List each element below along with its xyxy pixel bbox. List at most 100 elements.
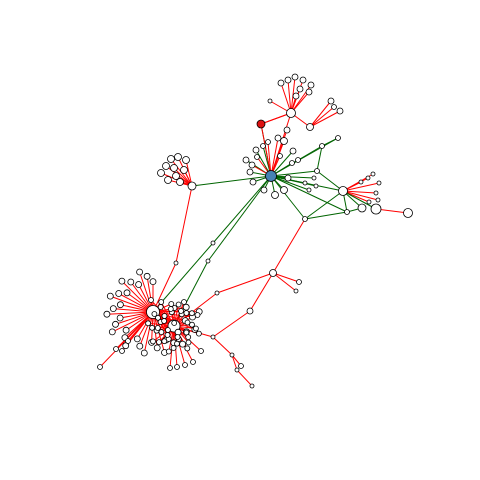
- graph-edge: [270, 137, 279, 177]
- graph-edge: [309, 110, 341, 128]
- graph-node: [156, 339, 162, 346]
- graph-node: [252, 146, 260, 154]
- graph-edge: [316, 145, 323, 172]
- graph-edge: [304, 190, 344, 220]
- graph-node: [180, 166, 188, 174]
- graph-node: [185, 334, 192, 341]
- graph-node: [174, 340, 180, 347]
- node-layer: [97, 73, 413, 389]
- graph-node: [182, 156, 190, 164]
- graph-node: [167, 306, 174, 312]
- graph-node: [376, 180, 382, 186]
- graph-node: [246, 168, 254, 176]
- graph-node: [175, 301, 182, 308]
- graph-node: [140, 349, 148, 357]
- graph-edge: [216, 272, 274, 294]
- graph-node: [179, 340, 187, 348]
- graph-node: [174, 334, 181, 340]
- graph-node: [182, 303, 190, 311]
- graph-node: [117, 301, 124, 309]
- graph-node: [291, 73, 299, 81]
- graph-edge: [304, 211, 348, 220]
- graph-node: [116, 314, 124, 322]
- graph-node: [143, 272, 151, 280]
- graph-node: [289, 147, 297, 155]
- graph-edge: [270, 112, 292, 177]
- graph-node: [135, 281, 143, 288]
- graph-node: [181, 299, 187, 305]
- graph-node: [174, 364, 180, 370]
- graph-node: [162, 162, 170, 170]
- graph-edge: [212, 310, 251, 338]
- graph-edge: [270, 137, 339, 177]
- graph-node: [195, 330, 202, 337]
- graph-node: [108, 328, 116, 336]
- graph-node: [158, 329, 165, 336]
- graph-node: [112, 320, 119, 328]
- graph-node: [314, 168, 320, 174]
- graph-node: [161, 318, 168, 324]
- graph-edge: [321, 137, 339, 147]
- graph-node: [277, 153, 283, 159]
- graph-node: [161, 313, 168, 319]
- graph-edge: [106, 311, 154, 315]
- graph-node: [295, 157, 301, 163]
- graph-node: [403, 208, 413, 218]
- graph-edge: [185, 159, 193, 187]
- graph-edge: [270, 175, 310, 191]
- graph-node: [182, 362, 188, 368]
- graph-node: [148, 297, 154, 303]
- graph-node: [185, 339, 192, 346]
- graph-node: [319, 143, 325, 149]
- graph-node: [311, 175, 317, 181]
- graph-node: [336, 107, 344, 115]
- graph-node: [210, 334, 216, 340]
- graph-edge: [270, 175, 348, 213]
- graph-node: [103, 310, 111, 318]
- graph-node: [370, 203, 382, 215]
- graph-edge: [287, 79, 292, 114]
- graph-node: [205, 258, 211, 264]
- edge-layer: [99, 76, 409, 387]
- graph-node: [280, 186, 288, 194]
- graph-node: [188, 310, 195, 317]
- graph-node: [157, 304, 164, 310]
- graph-node: [192, 325, 199, 332]
- graph-edge: [342, 190, 377, 194]
- graph-node: [313, 183, 319, 189]
- graph-node: [292, 92, 300, 100]
- graph-node: [118, 277, 126, 285]
- graph-node: [260, 186, 268, 194]
- graph-edge: [309, 100, 332, 128]
- graph-edge: [272, 272, 300, 283]
- graph-node: [269, 269, 277, 277]
- graph-node: [183, 310, 190, 316]
- graph-edge: [280, 82, 292, 114]
- graph-edge: [191, 175, 272, 187]
- graph-node: [358, 179, 364, 185]
- graph-node: [248, 161, 256, 169]
- graph-node: [170, 164, 178, 172]
- graph-node: [154, 325, 161, 331]
- graph-node: [286, 108, 296, 118]
- graph-node: [293, 288, 299, 294]
- graph-node: [113, 346, 119, 352]
- graph-node: [125, 338, 131, 344]
- graph-node: [165, 348, 172, 355]
- graph-edge: [272, 272, 297, 292]
- graph-node: [171, 320, 178, 326]
- graph-node: [331, 104, 337, 110]
- graph-edge: [212, 336, 233, 356]
- graph-edge: [316, 170, 344, 192]
- graph-node: [307, 81, 315, 89]
- graph-node: [284, 76, 292, 84]
- graph-node: [305, 88, 313, 96]
- graph-node: [296, 85, 304, 93]
- graph-edge: [112, 311, 154, 333]
- graph-edge: [272, 218, 306, 274]
- graph-edge: [342, 182, 380, 192]
- graph-node: [284, 174, 292, 182]
- graph-edge: [175, 185, 193, 264]
- graph-node: [344, 209, 350, 215]
- graph-node: [299, 76, 307, 84]
